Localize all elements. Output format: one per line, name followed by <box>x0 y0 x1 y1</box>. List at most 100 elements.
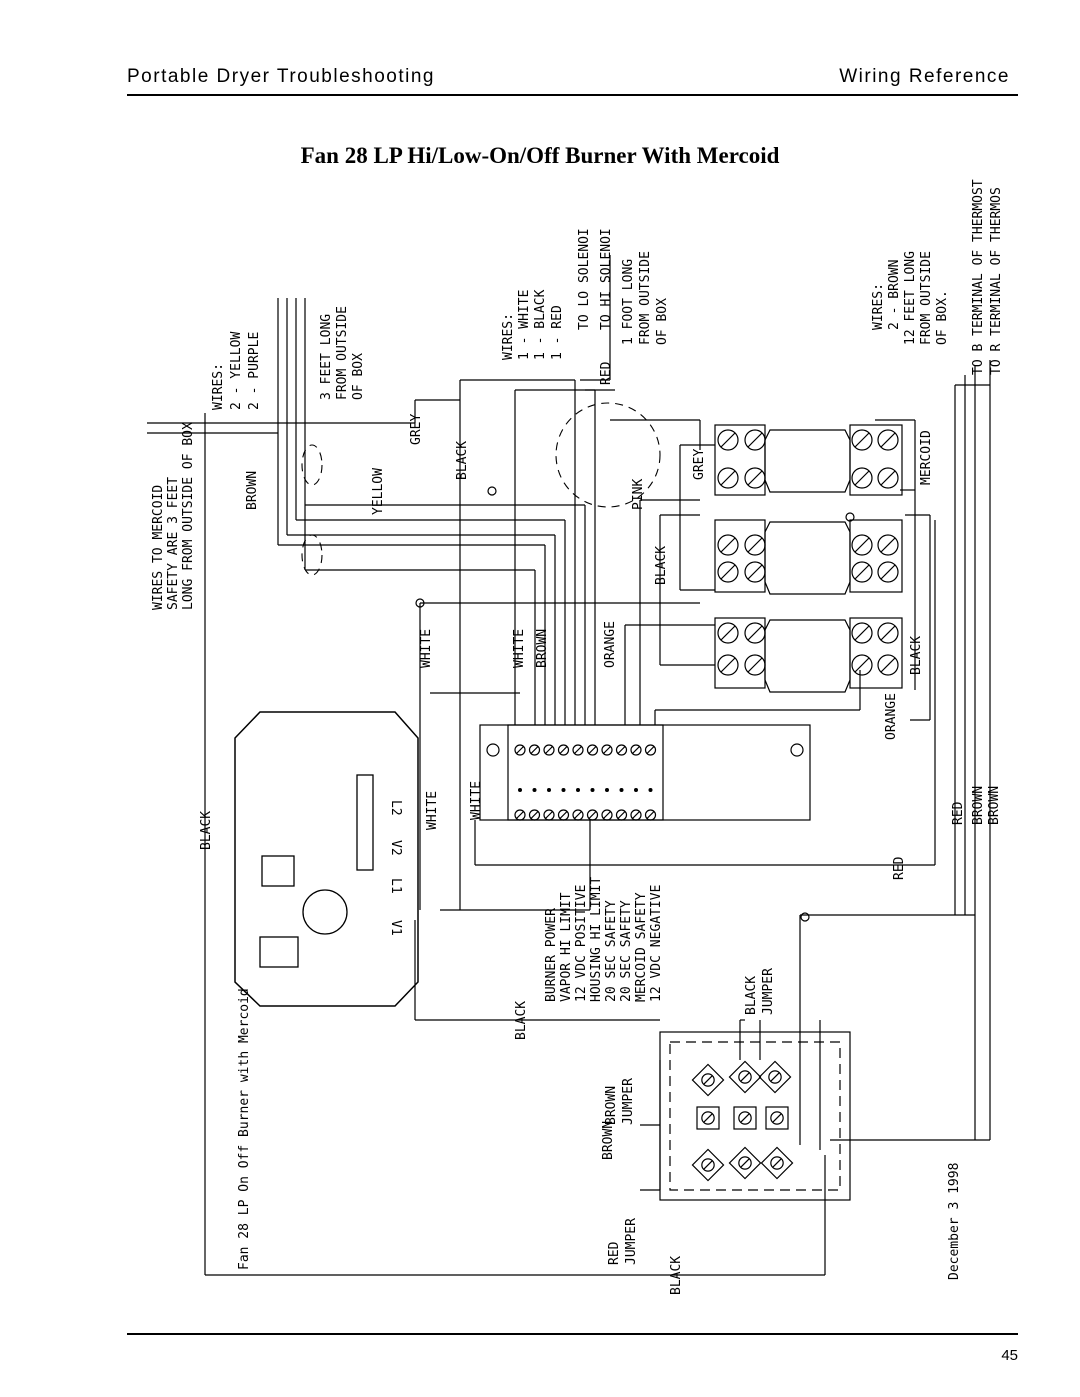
valve-terminal <box>760 1146 794 1180</box>
terminal-v2: V2 <box>388 840 403 856</box>
screw-slot <box>854 657 870 673</box>
screw-slot <box>603 746 611 754</box>
terminal-l1: L1 <box>388 878 403 894</box>
note-3ft-1: 3 FEET LONG <box>319 314 334 400</box>
screw-slot <box>854 625 870 641</box>
screw-terminal <box>877 429 899 451</box>
screw-slot <box>516 811 524 819</box>
note-brown-1: WIRES: <box>871 283 886 330</box>
screw-slot <box>632 811 640 819</box>
screw-slot <box>880 432 896 448</box>
header-left-title: Portable Dryer Troubleshooting <box>127 66 435 87</box>
note-1ft-3: OF BOX <box>655 298 670 345</box>
strip-contact <box>634 788 638 792</box>
screw-terminal <box>744 622 766 644</box>
jumper-black-1: BLACK <box>744 976 759 1015</box>
strip-contact <box>576 788 580 792</box>
relay-screws <box>717 429 899 676</box>
screw-terminal <box>738 1111 752 1125</box>
valve-terminal <box>728 1060 762 1094</box>
screw-slot <box>854 564 870 580</box>
screw-slot <box>772 1158 782 1168</box>
screw-slot <box>545 811 553 819</box>
screw-terminal <box>572 809 584 821</box>
screw-slot <box>747 470 763 486</box>
screw-terminal <box>528 744 541 756</box>
note-brown-5: OF BOX. <box>935 290 950 345</box>
screw-slot <box>747 537 763 553</box>
header-rule <box>127 94 1018 96</box>
valve-terminals <box>691 1060 794 1182</box>
screw-slot <box>574 811 582 819</box>
note-mercoid-wires-2: SAFETY ARE 3 FEET <box>166 477 181 610</box>
note-to-b-terminal: TO B TERMINAL OF THERMOST <box>971 179 986 375</box>
screw-slot <box>854 470 870 486</box>
screw-terminal <box>701 1158 715 1172</box>
screw-slot <box>646 811 655 819</box>
strip-contact <box>532 788 537 792</box>
rotated-labels: WIRES TO MERCOID SAFETY ARE 3 FEET LONG … <box>151 179 1004 1295</box>
wire-label-grey: GREY <box>409 414 424 445</box>
screw-slot <box>617 746 626 754</box>
screw-terminal <box>877 622 899 644</box>
note-1ft-1: 1 FOOT LONG <box>621 259 636 345</box>
screw-terminal <box>851 622 873 644</box>
strip-label-4: HOUSING HI LIMIT <box>589 877 604 1002</box>
note-3ft-2: FROM OUTSIDE <box>335 306 350 400</box>
jumper-black-2: JUMPER <box>761 968 776 1015</box>
screw-slot <box>880 657 896 673</box>
note-3ft-3: OF BOX <box>351 353 366 400</box>
screw-slot <box>880 625 896 641</box>
screw-terminal <box>744 534 766 556</box>
screw-slot <box>747 657 763 673</box>
strip-contact <box>648 788 653 792</box>
screw-terminal <box>717 534 739 556</box>
terminal-strip-labels: BURNER POWER VAPOR HI LIMIT 12 VDC POSIT… <box>544 877 664 1002</box>
screw-terminal <box>744 429 766 451</box>
module-terminal-labels: L2 V2 L1 V1 <box>388 800 403 936</box>
screw-slot <box>603 811 611 819</box>
screw-terminal <box>851 654 873 676</box>
screw-terminal <box>744 654 766 676</box>
strip-screws <box>514 744 657 821</box>
note-sol-1: WIRES: <box>501 313 516 360</box>
control-module <box>234 711 419 1007</box>
footer-rule <box>127 1333 1018 1335</box>
screw-slot <box>720 564 736 580</box>
valve-terminal <box>733 1106 757 1130</box>
wire-label-black-relay: BLACK <box>654 546 669 585</box>
screw-terminal <box>744 561 766 583</box>
jumper-red-2: JUMPER <box>624 1218 639 1265</box>
jumper-brown-2: JUMPER <box>621 1078 636 1125</box>
screw-terminal <box>630 744 642 756</box>
screw-slot <box>720 432 736 448</box>
screw-terminal <box>744 467 766 489</box>
screw-terminal <box>717 622 739 644</box>
note-brown-4: FROM OUTSIDE <box>919 251 934 345</box>
screw-terminal <box>738 1156 752 1170</box>
screw-slot <box>854 537 870 553</box>
screw-slot <box>880 470 896 486</box>
note-sol-4: 1 - RED <box>550 305 565 360</box>
screw-slot <box>720 625 736 641</box>
screw-slot <box>646 746 655 754</box>
screw-slot <box>617 811 626 819</box>
wire-label-black-left: BLACK <box>199 811 214 850</box>
strip-label-6: 20 SEC SAFETY <box>619 900 634 1002</box>
strip-label-8: 12 VDC NEGATIVE <box>649 885 664 1002</box>
jumper-red-1: RED <box>607 1241 622 1265</box>
wire-label-mercoid: MERCOID <box>919 430 934 485</box>
screw-terminal <box>601 809 613 821</box>
note-to-hi-solenoid: TO HI SOLENOI <box>599 228 614 330</box>
screw-slot <box>740 1113 750 1123</box>
screw-terminal <box>770 1156 784 1170</box>
screw-slot <box>720 657 736 673</box>
drawing-caption: Fan 28 LP On Off Burner with Mercoid <box>237 988 252 1270</box>
screw-terminal <box>851 429 873 451</box>
strip-contact <box>518 788 522 792</box>
screw-slot <box>632 746 640 754</box>
strip-contact <box>561 788 566 792</box>
note-mercoid-wires-3: LONG FROM OUTSIDE OF BOX <box>181 422 196 610</box>
screw-terminal <box>644 809 657 821</box>
header-right-title: Wiring Reference <box>839 66 1010 87</box>
